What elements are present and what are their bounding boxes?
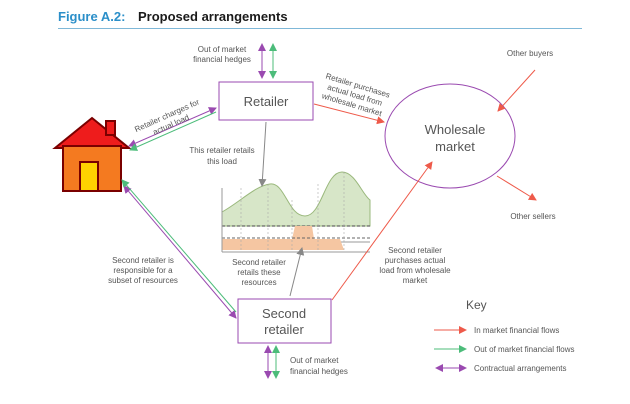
other-buyers-label: Other buyers — [507, 49, 553, 58]
legend: Key In market financial flows Out of mar… — [434, 298, 574, 373]
retails-load-label-2: this load — [207, 157, 237, 166]
figure-header: Figure A.2: Proposed arrangements — [58, 8, 582, 29]
hedges-top-label-1: Out of market — [198, 45, 247, 54]
figure-title: Proposed arrangements — [138, 9, 288, 24]
other-buyers-arrow — [497, 69, 536, 112]
second-purchases-label-4: market — [403, 276, 428, 285]
second-retails-label-3: resources — [241, 278, 276, 287]
retails-load-arrow — [258, 121, 267, 187]
second-purchase-arrow — [331, 161, 433, 301]
hedges-bottom-label-2: financial hedges — [290, 367, 348, 376]
retailer-label: Retailer — [244, 94, 289, 109]
house-retailer-contract-arrow — [128, 107, 217, 147]
house-icon — [52, 116, 132, 192]
retailer-charges-arrow — [129, 111, 217, 151]
second-purchases-label-2: purchases actual — [385, 256, 446, 265]
retailer-box — [218, 81, 314, 121]
second-responsible-label-2: responsible for a — [113, 266, 173, 275]
legend-item-contractual: Contractual arrangements — [474, 364, 567, 373]
legend-item-out-of-market: Out of market financial flows — [474, 345, 574, 354]
second-charges-arrow — [121, 179, 237, 313]
second-retails-label-2: retails these — [237, 268, 281, 277]
second-responsible-label-3: subset of resources — [108, 276, 178, 285]
wholesale-label-line2: market — [435, 139, 475, 154]
other-sellers-label: Other sellers — [510, 212, 555, 221]
retailer-purchase-arrow — [313, 103, 385, 125]
retailer-purchases-label: Retailer purchases actual load from whol… — [320, 72, 391, 119]
retailer-charges-label: Retailer charges for actual load — [133, 97, 201, 137]
legend-title: Key — [466, 298, 487, 312]
second-retailer-box — [237, 298, 332, 344]
second-retailer-label-line1: Second — [262, 306, 306, 321]
wholesale-market-ellipse — [384, 83, 516, 189]
house-second-contract-arrow — [123, 185, 237, 319]
load-profile-chart — [221, 171, 371, 253]
legend-item-in-market: In market financial flows — [474, 326, 559, 335]
second-retails-label-1: Second retailer — [232, 258, 286, 267]
second-purchases-label-1: Second retailer — [388, 246, 442, 255]
figure-number: Figure A.2: — [58, 9, 126, 24]
hedges-top-label-2: financial hedges — [193, 55, 251, 64]
retails-load-label-1: This retailer retails — [189, 146, 254, 155]
second-purchases-label-3: load from wholesale — [379, 266, 451, 275]
hedges-bottom-label-1: Out of market — [290, 356, 339, 365]
second-responsible-label-1: Second retailer is — [112, 256, 174, 265]
retails-resources-arrow — [289, 247, 305, 297]
second-retailer-label-line2: retailer — [264, 322, 304, 337]
other-sellers-arrow — [496, 175, 537, 201]
wholesale-label-line1: Wholesale — [425, 122, 486, 137]
